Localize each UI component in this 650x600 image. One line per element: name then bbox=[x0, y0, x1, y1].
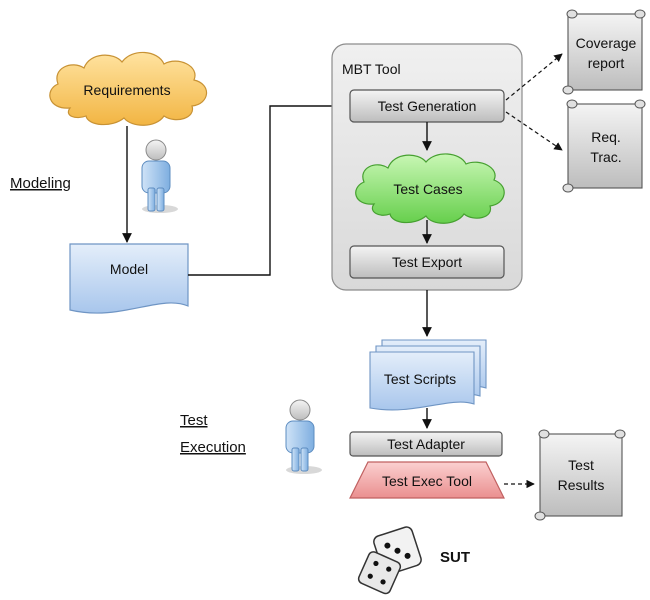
test-export-box: Test Export bbox=[349, 245, 505, 279]
modeling-label: Modeling bbox=[10, 175, 71, 192]
sut-dice-icon bbox=[357, 526, 422, 595]
coverage-report-scroll: Coverage report bbox=[562, 9, 646, 95]
model-document: Model bbox=[69, 243, 189, 314]
requirements-label: Requirements bbox=[83, 82, 170, 98]
generation-to-coverage-arrow bbox=[505, 53, 563, 101]
req-trac-line1: Req. bbox=[591, 129, 621, 145]
test-results-line2: Results bbox=[558, 477, 605, 493]
test-results-line1: Test bbox=[568, 457, 594, 473]
generation-to-reqtrac-arrow bbox=[505, 111, 563, 151]
test-scripts-label: Test Scripts bbox=[384, 371, 456, 387]
test-export-label: Test Export bbox=[392, 254, 462, 270]
test-adapter-label: Test Adapter bbox=[387, 436, 465, 452]
model-label: Model bbox=[110, 261, 148, 277]
test-cases-label: Test Cases bbox=[393, 181, 462, 197]
test-generation-label: Test Generation bbox=[378, 98, 477, 114]
requirements-cloud: Requirements bbox=[49, 51, 208, 126]
test-adapter-box: Test Adapter bbox=[349, 431, 503, 457]
req-trac-line2: Trac. bbox=[590, 149, 621, 165]
test-exec-tool-label: Test Exec Tool bbox=[382, 473, 472, 489]
test-exec-tool-box: Test Exec Tool bbox=[349, 461, 505, 499]
test-results-scroll: Test Results bbox=[534, 429, 626, 521]
test-scripts-documents: Test Scripts bbox=[369, 339, 487, 411]
coverage-report-line1: Coverage bbox=[576, 35, 637, 51]
test-execution-line1: Test bbox=[180, 412, 208, 429]
model-to-generation-arrow bbox=[188, 101, 347, 276]
mbt-tool-label: MBT Tool bbox=[342, 61, 401, 77]
sut-label: SUT bbox=[440, 549, 470, 566]
test-execution-label: Test Execution bbox=[180, 412, 246, 456]
tester-person-icon bbox=[285, 399, 322, 474]
test-cases-cloud: Test Cases bbox=[355, 153, 505, 224]
test-execution-line2: Execution bbox=[180, 439, 246, 456]
test-generation-box: Test Generation bbox=[349, 89, 505, 123]
req-trac-scroll: Req. Trac. bbox=[562, 99, 646, 193]
coverage-report-line2: report bbox=[588, 55, 625, 71]
modeler-person-icon bbox=[141, 139, 178, 213]
